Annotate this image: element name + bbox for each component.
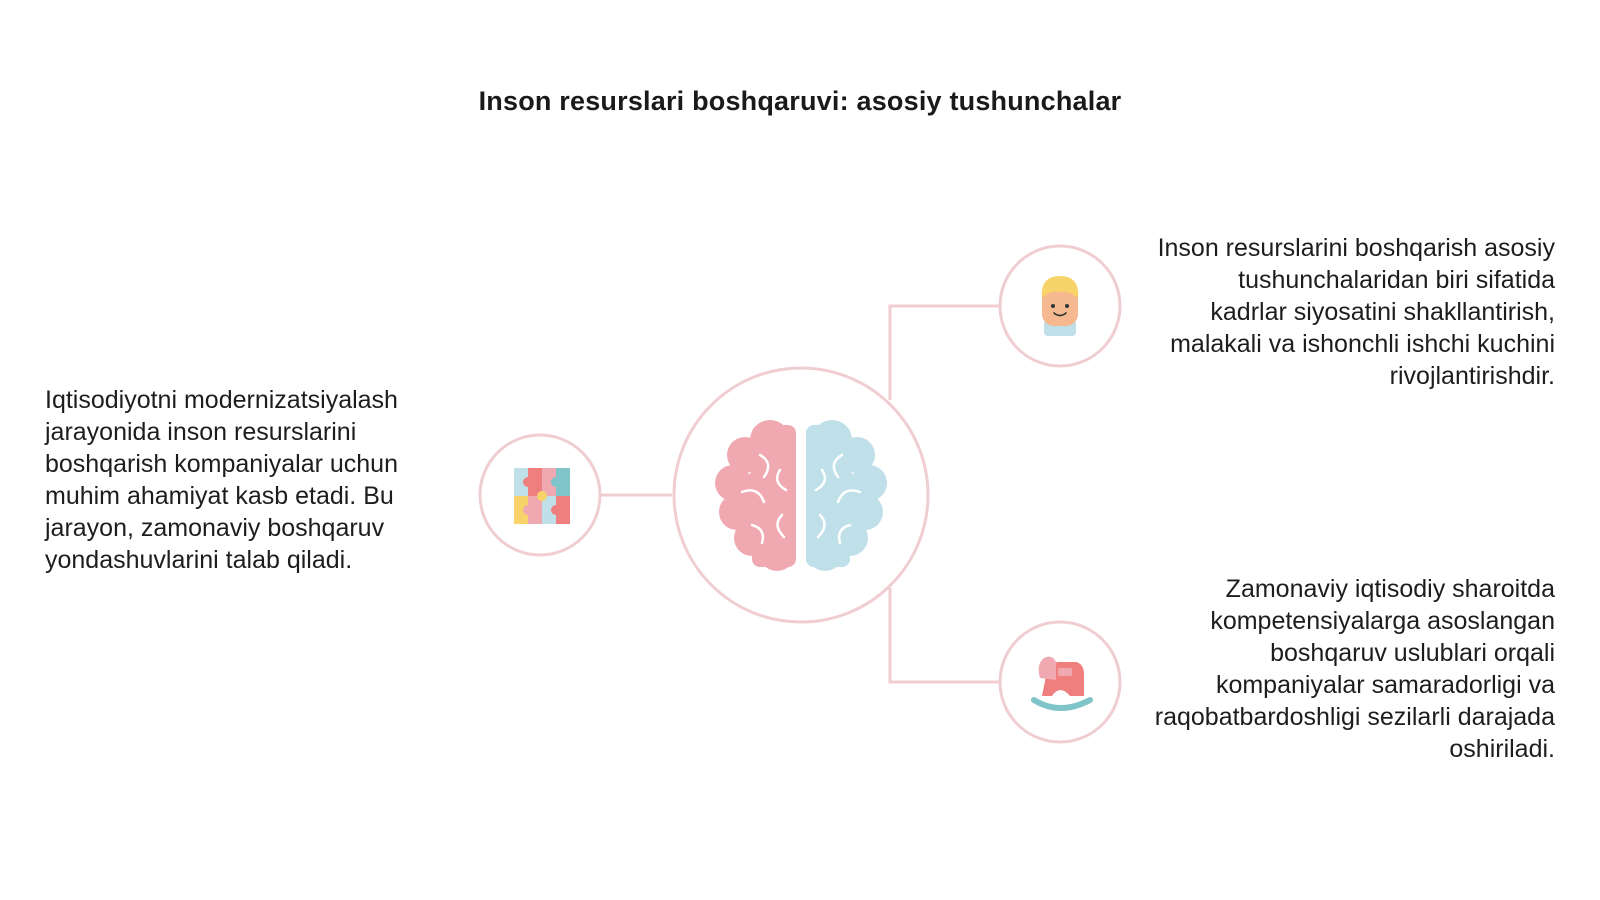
right-top-node [998,244,1122,368]
brain-icon [715,420,887,572]
slide-title: Inson resurslari boshqaruvi: asosiy tush… [478,86,1122,116]
right-bottom-description: Zamonaviy iqtisodiy sharoitda kompetensi… [1154,575,1555,763]
rocking-horse-icon [1031,656,1093,711]
center-node [672,366,930,624]
person-icon [1041,276,1079,336]
puzzle-icon [514,468,570,524]
left-node [478,433,602,557]
right-bottom-node [998,620,1122,744]
connector-right-bottom [888,588,1000,684]
left-description: Iqtisodiyotni modernizatsiyalash jarayon… [45,386,398,574]
connectors [600,304,1000,684]
right-top-description: Inson resurslarini boshqarish asosiy tus… [1157,234,1555,390]
connector-right-top [888,304,1000,400]
